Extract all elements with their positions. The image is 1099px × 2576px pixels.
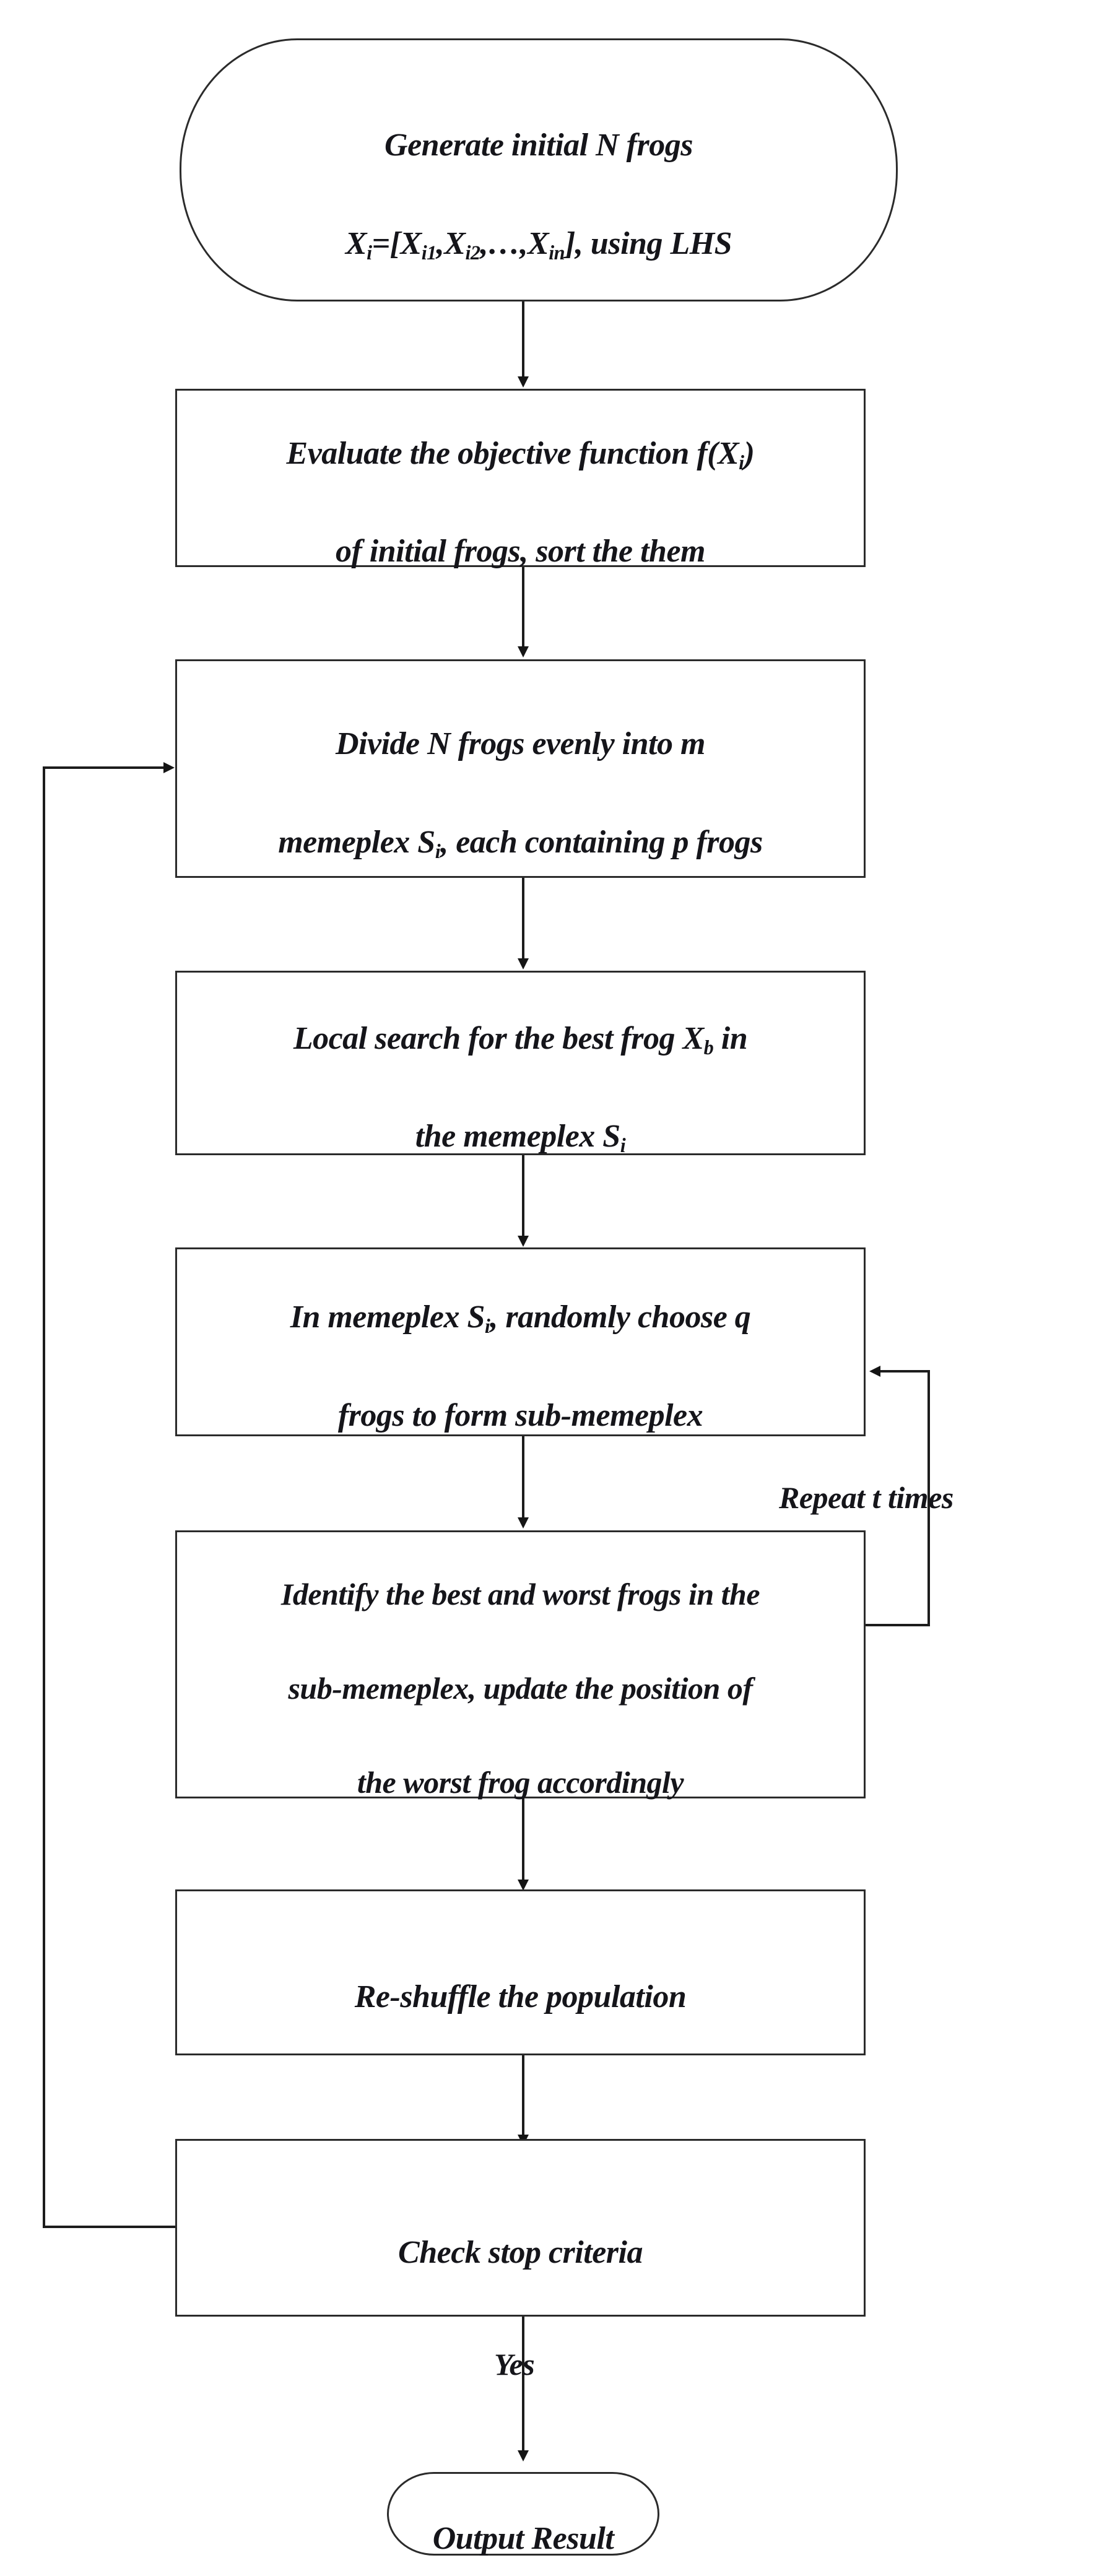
node-evaluate-line1sub: i — [739, 451, 744, 474]
node-start-formula: Xi=[Xi1,Xi2,…,Xin], using LHS — [345, 225, 732, 264]
node-reshuffle-text: Re-shuffle the population — [339, 1923, 703, 2021]
node-reshuffle[interactable]: Re-shuffle the population — [175, 1889, 866, 2055]
node-output[interactable]: Output Result — [387, 2472, 659, 2556]
node-check-stop-line1: Check stop criteria — [398, 2234, 643, 2270]
node-divide-line1: Divide N frogs evenly into m — [336, 726, 705, 762]
node-evaluate-line2: of initial frogs, sort the them — [335, 534, 706, 570]
node-start[interactable]: Generate initial N frogs Xi=[Xi1,Xi2,…,X… — [180, 38, 898, 301]
node-local-search-text: Local search for the best frog Xb in the… — [277, 965, 763, 1161]
node-divide-line2sub: i — [435, 839, 441, 862]
edge-checkstop-loop-to-divide — [43, 762, 183, 2228]
node-identify-line1: Identify the best and worst frogs in the — [280, 1576, 760, 1611]
node-check-stop-text: Check stop criteria — [382, 2179, 659, 2276]
node-identify-line3: the worst frog accordingly — [357, 1764, 684, 1800]
node-divide-line2b: , each containing p frogs — [440, 824, 763, 860]
node-sub-memeplex-line1a: In memeplex S — [290, 1299, 485, 1335]
node-sub-memeplex-line1b: , randomly choose q — [490, 1299, 751, 1335]
node-local-search-line1a: Local search for the best frog X — [293, 1020, 704, 1056]
node-check-stop[interactable]: Check stop criteria — [175, 2139, 866, 2317]
node-divide-line2a: memeplex S — [278, 824, 435, 860]
node-sub-memeplex[interactable]: In memeplex Si, randomly choose q frogs … — [175, 1247, 866, 1436]
node-local-search-line2a: the memeplex S — [415, 1119, 620, 1155]
node-sub-memeplex-line2: frogs to form sub-memeplex — [337, 1397, 703, 1433]
node-local-search-line1b: in — [713, 1020, 748, 1056]
node-reshuffle-line1: Re-shuffle the population — [354, 1979, 687, 2014]
node-start-text: Generate initial N frogs Xi=[Xi1,Xi2,…,X… — [329, 72, 748, 267]
node-identify-line2: sub-memeplex, update the position of — [288, 1670, 753, 1706]
node-evaluate-text: Evaluate the objective function f(Xi) of… — [271, 380, 771, 576]
node-identify[interactable]: Identify the best and worst frogs in the… — [175, 1530, 866, 1800]
node-local-search-line1sub: b — [703, 1036, 714, 1059]
node-divide[interactable]: Divide N frogs evenly into m memeplex Si… — [175, 659, 866, 878]
node-evaluate[interactable]: Evaluate the objective function f(Xi) of… — [175, 389, 866, 569]
node-evaluate-line1b: ) — [744, 435, 755, 471]
node-local-search-line2sub: i — [620, 1134, 626, 1157]
node-start-line1: Generate initial N frogs — [384, 128, 693, 163]
node-local-search[interactable]: Local search for the best frog Xb in the… — [175, 971, 866, 1156]
node-evaluate-line1a: Evaluate the objective function f(X — [286, 435, 739, 471]
edge-label-repeat-t-times: Repeat t times — [779, 1480, 953, 1515]
node-identify-text: Identify the best and worst frogs in the… — [265, 1524, 776, 1806]
node-output-text: Output Result — [417, 2465, 630, 2562]
node-sub-memeplex-text: In memeplex Si, randomly choose q frogs … — [274, 1244, 767, 1439]
node-output-line1: Output Result — [432, 2520, 614, 2556]
edge-label-yes: Yes — [494, 2347, 535, 2382]
node-sub-memeplex-line1sub: i — [484, 1315, 490, 1338]
node-divide-text: Divide N frogs evenly into m memeplex Si… — [262, 670, 779, 866]
